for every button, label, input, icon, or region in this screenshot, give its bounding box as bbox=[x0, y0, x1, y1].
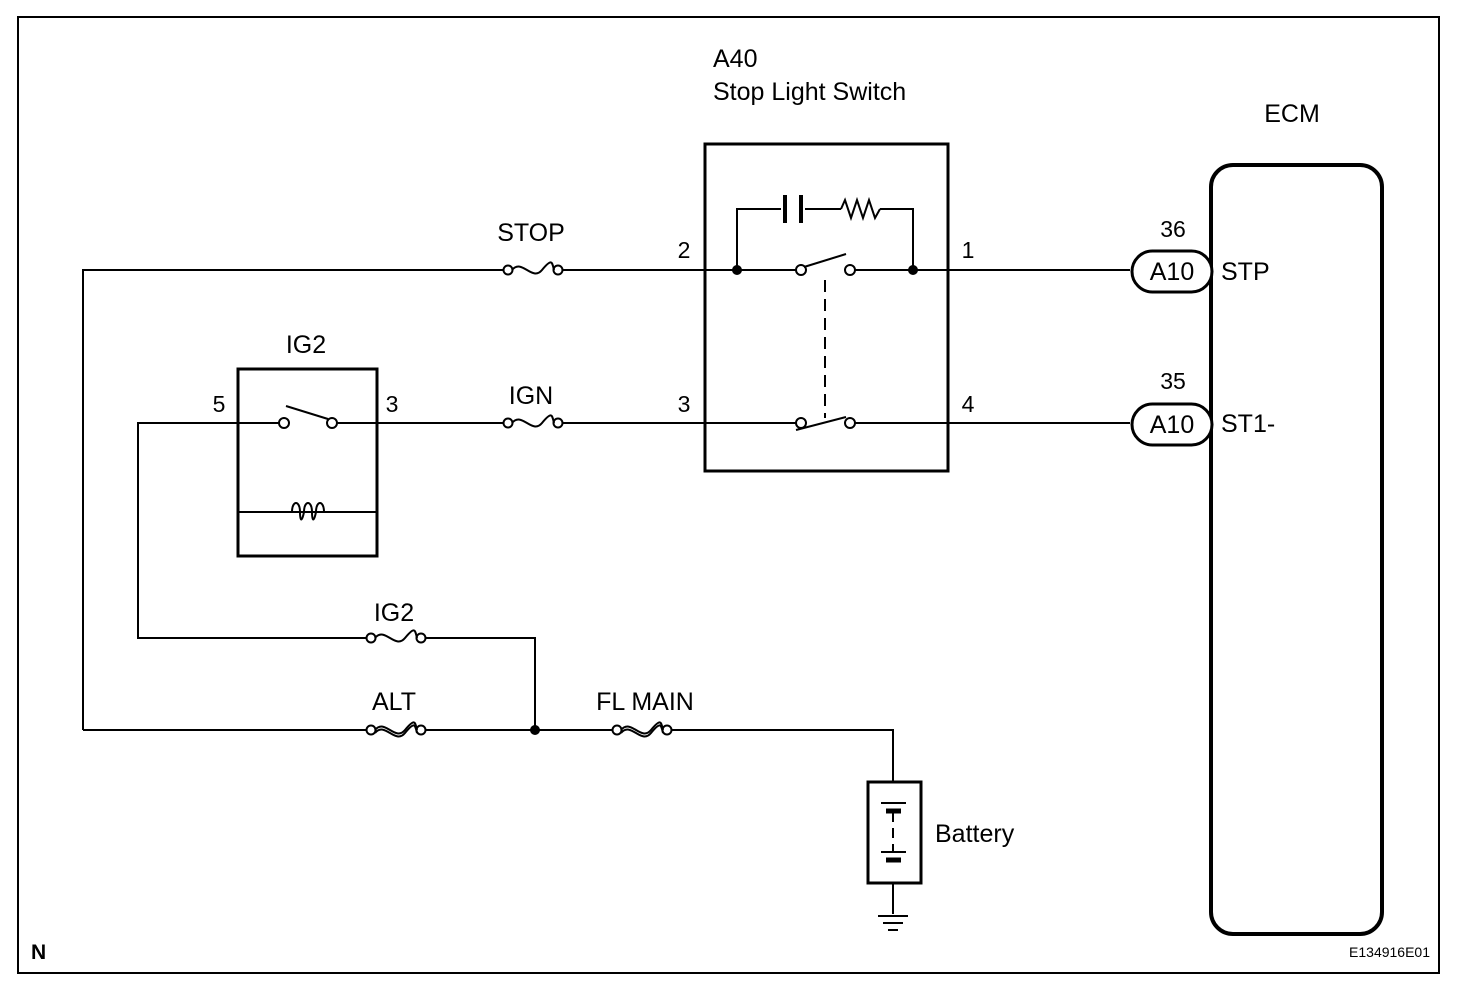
fuse-alt: ALT bbox=[365, 688, 427, 738]
wire-alt-line bbox=[83, 729, 894, 782]
stop-light-switch-box bbox=[703, 142, 950, 473]
junction-alt bbox=[530, 725, 540, 735]
battery-box bbox=[866, 780, 923, 885]
diagram-frame bbox=[17, 16, 1440, 974]
stop-light-switch-name: Stop Light Switch bbox=[713, 78, 906, 106]
wire-stop-line bbox=[82, 269, 800, 730]
battery-icon bbox=[881, 802, 906, 863]
ig2-relay-box bbox=[236, 367, 379, 558]
fuse-ig2: IG2 bbox=[365, 599, 427, 644]
ecm-pin-36-number: 36 bbox=[1160, 216, 1186, 242]
ecm-pin-35-number: 35 bbox=[1160, 368, 1186, 394]
ig2-relay: IG2 5 3 bbox=[213, 331, 399, 558]
ecm-pin-36-signal: STP bbox=[1221, 258, 1270, 286]
bypass-wire bbox=[736, 208, 914, 270]
switch-pin-3: 3 bbox=[678, 391, 691, 417]
fuse-fl-main: FL MAIN bbox=[596, 688, 694, 738]
fuse-ign: IGN bbox=[502, 382, 564, 429]
ecm-pin-35-signal: ST1- bbox=[1221, 410, 1275, 438]
ecm-label: ECM bbox=[1264, 100, 1320, 128]
fuse-stop-label: STOP bbox=[497, 219, 565, 247]
ecm-pin-36-connector-label: A10 bbox=[1150, 258, 1194, 286]
wire-relay-feed bbox=[137, 422, 536, 730]
battery-label: Battery bbox=[935, 820, 1015, 848]
ig2-pin-3: 3 bbox=[386, 391, 399, 417]
stop-light-switch-code: A40 bbox=[713, 45, 757, 73]
switch-pin-2: 2 bbox=[678, 237, 691, 263]
ecm-pin-35-connector bbox=[1130, 402, 1214, 447]
ecm-pin-35-connector-label: A10 bbox=[1150, 411, 1194, 439]
ecm-box bbox=[1209, 163, 1384, 936]
stop-light-switch: A40 Stop Light Switch 2 1 3 4 bbox=[678, 45, 975, 473]
fuse-ign-label: IGN bbox=[509, 382, 553, 410]
fuse-fl-main-label: FL MAIN bbox=[596, 688, 694, 716]
fuse-alt-label: ALT bbox=[372, 688, 416, 716]
figure-code: E134916E01 bbox=[1349, 944, 1430, 960]
ground-icon bbox=[878, 915, 908, 931]
relay-coil-icon bbox=[291, 502, 325, 521]
switch-pin-1: 1 bbox=[962, 237, 975, 263]
switch-pin-4: 4 bbox=[962, 391, 975, 417]
fuse-stop: STOP bbox=[497, 219, 565, 276]
fuse-ig2-label: IG2 bbox=[374, 599, 414, 627]
ig2-pin-5: 5 bbox=[213, 391, 226, 417]
ig2-relay-label: IG2 bbox=[286, 331, 326, 359]
ecm-pin-36-connector bbox=[1130, 249, 1214, 294]
battery: Battery bbox=[866, 780, 1015, 931]
corner-label: N bbox=[31, 941, 46, 964]
ecm: ECM 36 A10 STP 35 A10 ST1- bbox=[1130, 100, 1384, 936]
resistor-icon bbox=[840, 196, 881, 222]
wiring bbox=[82, 269, 1130, 914]
